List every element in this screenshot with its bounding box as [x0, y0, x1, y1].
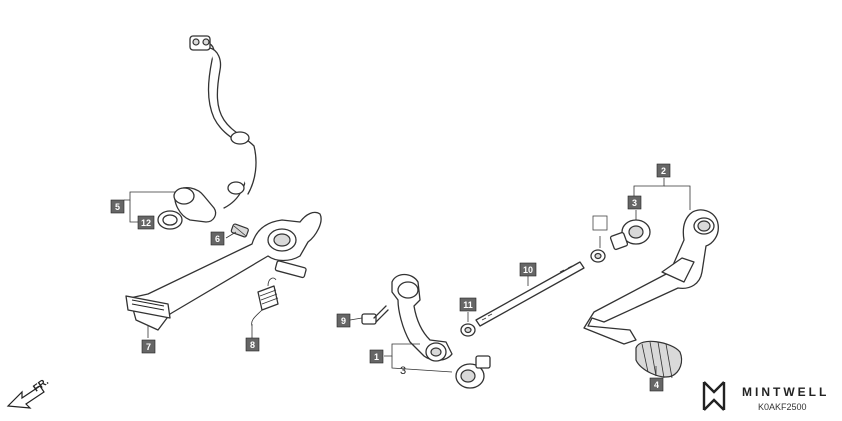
callout-3: 3 — [627, 195, 642, 210]
joint-3-lower — [455, 355, 491, 389]
front-direction-indicator: FR. — [6, 376, 51, 409]
callout-12: 12 — [137, 215, 155, 230]
brake-switch-body — [173, 186, 217, 223]
callout-2: 2 — [656, 163, 671, 178]
tie-rod-10 — [475, 261, 585, 327]
svg-text:4: 4 — [654, 380, 659, 390]
callout-6: 6 — [210, 231, 225, 246]
arrow-icon — [6, 385, 45, 409]
spring-clip-12 — [157, 210, 183, 230]
bolt-6 — [230, 223, 249, 238]
svg-text:6: 6 — [215, 234, 220, 244]
svg-text:1: 1 — [374, 352, 379, 362]
svg-text:3: 3 — [400, 365, 406, 377]
callout-7: 7 — [141, 339, 156, 354]
washer-11 — [460, 323, 476, 337]
callout-blank — [592, 215, 608, 231]
svg-text:11: 11 — [463, 300, 473, 310]
bolt-9 — [361, 305, 389, 325]
svg-text:MINTWELL: MINTWELL — [742, 385, 829, 399]
shift-rubber-4 — [635, 340, 683, 379]
joint-3-upper — [609, 219, 651, 251]
svg-text:2: 2 — [661, 166, 666, 176]
svg-text:12: 12 — [141, 218, 151, 228]
spring-8 — [251, 277, 279, 327]
svg-text:5: 5 — [115, 202, 120, 212]
brake-switch-cable — [189, 35, 257, 209]
callout-8: 8 — [245, 337, 260, 352]
svg-text:3: 3 — [632, 198, 637, 208]
callout-1: 1 — [369, 349, 384, 364]
svg-text:10: 10 — [523, 265, 533, 275]
mintwell-logo-icon — [702, 381, 726, 411]
mintwell-watermark: MINTWELL K0AKF2500 — [702, 381, 829, 412]
svg-text:7: 7 — [146, 342, 151, 352]
callout-3-plain: 3 — [400, 365, 406, 377]
callout-9: 9 — [336, 313, 351, 328]
callout-4: 4 — [649, 377, 664, 392]
shift-pedal-2 — [583, 209, 719, 345]
leader-lines — [124, 178, 691, 376]
callout-10: 10 — [519, 262, 537, 277]
callout-11: 11 — [459, 297, 477, 312]
brake-pedal-7 — [125, 211, 322, 331]
callout-5: 5 — [110, 199, 125, 214]
svg-text:K0AKF2500: K0AKF2500 — [758, 402, 807, 412]
nut-small — [590, 249, 606, 263]
shift-arm-1 — [391, 273, 453, 362]
svg-text:8: 8 — [250, 340, 255, 350]
svg-text:9: 9 — [341, 316, 346, 326]
